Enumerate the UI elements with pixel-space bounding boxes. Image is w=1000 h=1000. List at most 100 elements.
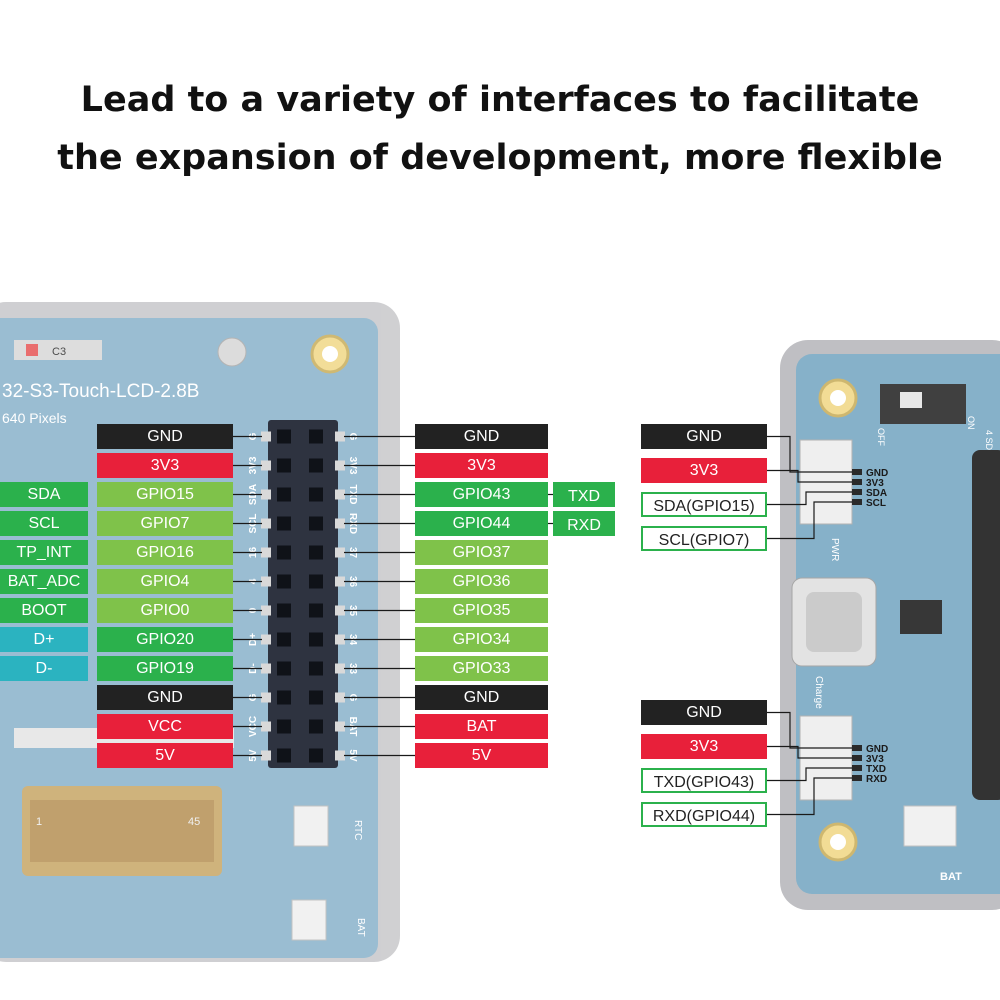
header-pad-right (335, 431, 345, 442)
header-pin (277, 487, 291, 502)
silk-bat-right: BAT (940, 871, 962, 883)
header-pin (309, 603, 323, 618)
header-pin (309, 690, 323, 705)
header-pad-left (261, 547, 271, 558)
header-pin (309, 429, 323, 444)
header-pad-left (261, 605, 271, 616)
header-pad-left (261, 518, 271, 529)
connector-silk-label: GND (866, 744, 888, 755)
right-pin-label: GND (415, 685, 548, 710)
leader-line (767, 491, 852, 506)
right-pin-label: GPIO36 (415, 569, 548, 594)
header-pin (309, 632, 323, 647)
connector-silk-label: SDA (866, 488, 887, 499)
header-pin (309, 458, 323, 473)
left-pin-label: GPIO19 (97, 656, 233, 681)
ic-chip (900, 600, 942, 634)
header-pad-right (335, 750, 345, 761)
fpc-pin-45: 45 (188, 816, 200, 828)
header-pad-left (261, 721, 271, 732)
header-pad-right (335, 518, 345, 529)
display-edge (972, 450, 1000, 800)
right-pin-label: GPIO37 (415, 540, 548, 565)
connector-pin (852, 479, 862, 485)
connector-silk-label: TXD (866, 764, 886, 775)
connector-silk-label: 3V3 (866, 478, 884, 489)
silk-4-sda: 4 SDA (984, 430, 994, 456)
leader-lines (233, 435, 553, 757)
header-pin (277, 661, 291, 676)
header-pin (277, 748, 291, 763)
left-pin-label: GPIO15 (97, 482, 233, 507)
header-pad-right (335, 489, 345, 500)
left-pin-label: GND (97, 424, 233, 449)
leader-line (767, 745, 852, 759)
left-pin-label: 5V (97, 743, 233, 768)
function-label-tp-int: TP_INT (0, 540, 88, 565)
header-pad-left (261, 431, 271, 442)
headline-line-1: Lead to a variety of interfaces to facil… (80, 80, 920, 120)
connector-pin (852, 489, 862, 495)
connector-leader-lines (767, 435, 862, 816)
header-pad-left (261, 576, 271, 587)
connector-pin (852, 745, 862, 751)
leader-line (767, 777, 852, 816)
silk-charge: Charge (813, 676, 824, 709)
header-pin (309, 719, 323, 734)
header-pad-right (335, 576, 345, 587)
header-pad-right (335, 634, 345, 645)
right-pin-label: GPIO44 (415, 511, 548, 536)
header-pad-left (261, 489, 271, 500)
left-pin-label: GPIO7 (97, 511, 233, 536)
header-pad-left (261, 750, 271, 761)
header-pad-left (261, 634, 271, 645)
header-pin (309, 545, 323, 560)
header-pin (277, 574, 291, 589)
header-pad-right (335, 547, 345, 558)
function-label-boot: BOOT (0, 598, 88, 623)
header-pad-right (335, 692, 345, 703)
header-pins (261, 429, 345, 763)
left-pin-label: 3V3 (97, 453, 233, 478)
bat-connector-small (291, 899, 327, 941)
right-pin-label: GPIO33 (415, 656, 548, 681)
connector-pin (852, 765, 862, 771)
connector-silk-label: 3V3 (866, 754, 884, 765)
connector-pin (852, 469, 862, 475)
header-pin (309, 487, 323, 502)
header-pad-left (261, 460, 271, 471)
header-pin (277, 719, 291, 734)
left-pin-label: GPIO4 (97, 569, 233, 594)
leader-line (767, 435, 852, 473)
antenna-connector (217, 337, 247, 367)
header-pin (277, 458, 291, 473)
leader-line (767, 501, 852, 540)
headline-line-2: the expansion of development, more flexi… (57, 138, 943, 178)
uart-tag-rxd: RXD (553, 511, 615, 536)
pin-header-2x12 (268, 420, 338, 768)
left-pin-label: GPIO20 (97, 627, 233, 652)
header-pin (277, 545, 291, 560)
power-switch (880, 384, 966, 424)
header-pad-left (261, 692, 271, 703)
connector-label: RXD(GPIO44) (641, 802, 767, 827)
bat-connector (903, 805, 957, 847)
leader-line (767, 469, 852, 483)
leader-line (767, 767, 852, 782)
connector-label: GND (641, 424, 767, 449)
right-board: OFF ON 4 SDA PWR Charge BAT (780, 340, 1000, 910)
left-pin-label: GPIO0 (97, 598, 233, 623)
connector-label: 3V3 (641, 458, 767, 483)
right-pin-label: 3V3 (415, 453, 548, 478)
connector-silk-label: SCL (866, 498, 886, 509)
right-pin-label: GPIO43 (415, 482, 548, 507)
right-pin-label: BAT (415, 714, 548, 739)
function-label-scl: SCL (0, 511, 88, 536)
fpc-pin-1: 1 (36, 816, 42, 828)
connector-pin (852, 775, 862, 781)
connector-pin (852, 755, 862, 761)
uart-tag-txd: TXD (553, 482, 615, 507)
header-pin (277, 603, 291, 618)
silk-off: OFF (876, 428, 886, 446)
